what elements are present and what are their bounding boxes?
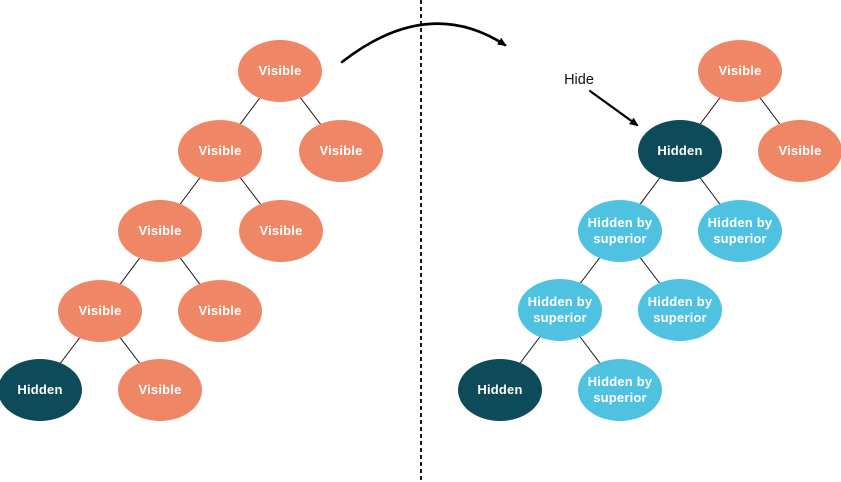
hide-label: Hide: [564, 72, 594, 88]
tree-node-hidden-by-superior: Hidden by superior: [578, 359, 662, 421]
tree-node-hidden: Hidden: [458, 359, 542, 421]
tree-node-hidden: Hidden: [0, 359, 82, 421]
tree-node-hidden-by-superior: Hidden by superior: [578, 200, 662, 262]
tree-node-visible: Visible: [178, 280, 262, 342]
tree-node-visible: Visible: [239, 200, 323, 262]
tree-node-visible: Visible: [698, 40, 782, 102]
tree-node-visible: Visible: [238, 40, 322, 102]
tree-node-visible: Visible: [299, 120, 383, 182]
tree-node-visible: Visible: [758, 120, 841, 182]
hide-arrow: [588, 89, 639, 127]
transform-arrow: [340, 22, 507, 64]
tree-node-hidden-by-superior: Hidden by superior: [518, 279, 602, 341]
tree-node-visible: Visible: [178, 120, 262, 182]
tree-node-hidden-by-superior: Hidden by superior: [638, 279, 722, 341]
tree-node-visible: Visible: [118, 359, 202, 421]
tree-node-hidden-by-superior: Hidden by superior: [698, 200, 782, 262]
tree-node-hidden: Hidden: [638, 120, 722, 182]
tree-node-visible: Visible: [118, 200, 202, 262]
tree-node-visible: Visible: [58, 280, 142, 342]
